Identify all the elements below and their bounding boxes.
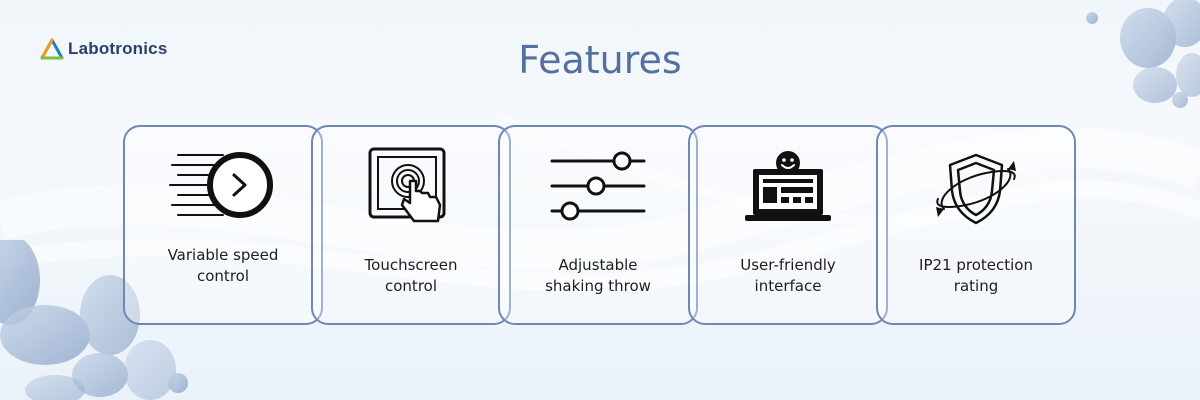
brand-logo[interactable]: Labotronics [40,38,168,60]
brand-name: Labotronics [68,39,168,58]
feature-label: IP21 protection rating [919,256,1033,295]
feature-card-ip21-rating: IP21 protection rating [876,125,1076,325]
feature-card-touchscreen: Touchscreen control [311,125,511,325]
decorative-bubbles-top-right [1086,0,1200,108]
feature-card-user-interface: User-friendly interface [688,125,888,325]
decorative-bubbles-bottom-left [0,240,188,400]
touchscreen-finger-icon [368,147,446,223]
feature-label: Touchscreen control [364,256,458,295]
feature-card-variable-speed: Variable speed control [123,125,323,325]
laptop-smiley-icon [745,151,831,221]
feature-card-shaking-throw: Adjustable shaking throw [498,125,698,325]
feature-label: Variable speed control [167,246,279,285]
logo-triangle-icon [40,38,64,60]
page-title: Features [518,38,682,82]
shield-rotate-icon [936,153,1016,225]
feature-label: Adjustable shaking throw [545,256,651,295]
feature-label: User-friendly interface [740,256,836,295]
speed-gauge-icon [169,152,273,218]
adjustment-sliders-icon [550,151,646,221]
